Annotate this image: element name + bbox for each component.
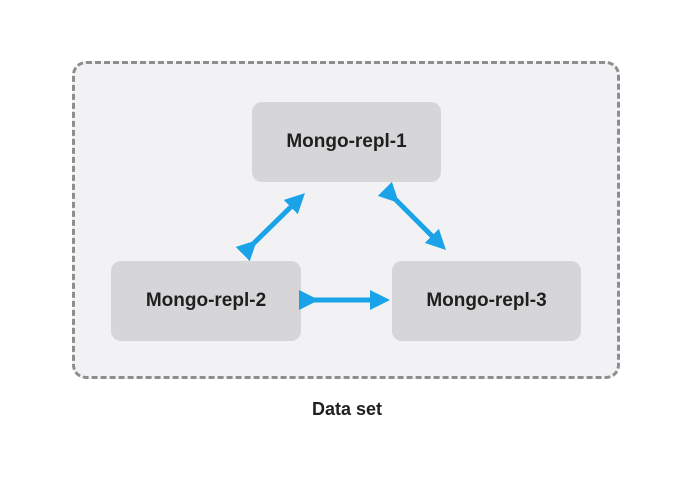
node-mongo-repl-1: Mongo-repl-1 <box>252 102 441 182</box>
node-label: Mongo-repl-1 <box>286 131 407 152</box>
node-label: Mongo-repl-3 <box>426 290 547 311</box>
dataset-caption: Data set <box>311 399 383 419</box>
node-mongo-repl-2: Mongo-repl-2 <box>111 261 301 341</box>
node-label: Mongo-repl-2 <box>145 290 267 311</box>
node-mongo-repl-3: Mongo-repl-3 <box>392 261 581 341</box>
